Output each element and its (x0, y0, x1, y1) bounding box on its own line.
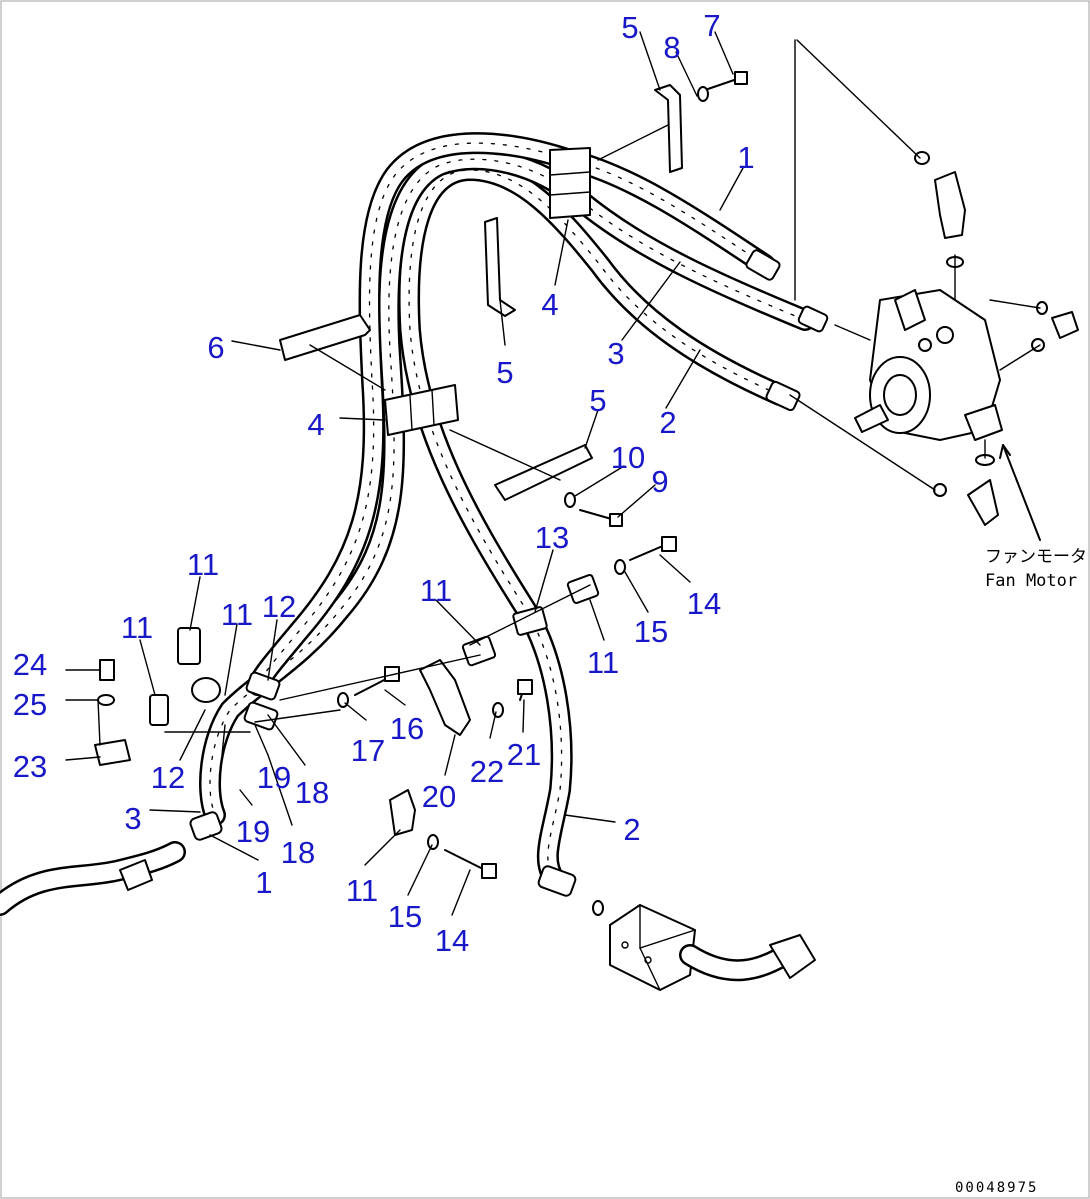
callout-6: 6 (207, 330, 224, 365)
callout-3: 3 (607, 336, 624, 371)
callout-15: 15 (388, 899, 422, 934)
callout-1: 1 (737, 140, 754, 175)
callout-23: 23 (13, 749, 47, 784)
hose-end-fittings (189, 249, 829, 897)
washer-15-lower (427, 834, 439, 850)
fan-motor-label-jp: ファンモータ (985, 547, 1087, 567)
washer-15-upper (614, 559, 626, 575)
callout-11: 11 (187, 547, 219, 582)
bracket-23 (94, 739, 131, 766)
fan-motor (854, 151, 1079, 526)
callout-24: 24 (13, 647, 47, 682)
hose-3 (199, 148, 816, 826)
leader-lines (65, 31, 1041, 916)
callout-5: 5 (589, 383, 606, 418)
hose-1 (247, 132, 776, 696)
fitting-12-upper (245, 671, 281, 701)
fitting-hose2-upper (765, 380, 801, 412)
callout-18: 18 (295, 775, 329, 810)
clamp-11-b (149, 694, 169, 726)
callout-11: 11 (221, 597, 253, 632)
washer-8 (697, 86, 709, 102)
upper-clamp-block (549, 147, 591, 219)
clamp-11-a (177, 627, 201, 665)
callout-18: 18 (281, 835, 315, 870)
washer-22 (492, 702, 504, 718)
fitting-hose3-lower (189, 811, 223, 841)
fitting-hose3-upper (797, 305, 829, 333)
brackets (94, 84, 683, 766)
washer-25 (97, 694, 115, 706)
callout-5: 5 (496, 355, 513, 390)
callout-20: 20 (422, 779, 456, 814)
callout-19: 19 (257, 760, 291, 795)
clamp-blocks (384, 147, 591, 436)
elbow-adapter-bottom (967, 479, 999, 526)
bracket-5-middle (484, 217, 516, 317)
callout-25: 25 (13, 687, 47, 722)
document-number: 00048975 (955, 1180, 1038, 1196)
bolt-14-upper (629, 544, 666, 561)
fitting-12-lower (243, 701, 279, 731)
callout-2: 2 (623, 812, 640, 847)
callout-7: 7 (703, 8, 720, 43)
callout-4: 4 (541, 287, 558, 322)
fitting-hose2-lower (537, 865, 577, 897)
valve-block (592, 900, 816, 991)
hose-2-long (398, 159, 791, 891)
bracket-20 (419, 659, 471, 736)
clamps-11 (149, 574, 600, 836)
callout-3: 3 (124, 801, 141, 836)
callout-10: 10 (611, 440, 645, 475)
callout-11: 11 (346, 873, 378, 908)
washer-10 (564, 492, 576, 508)
callout-11: 11 (587, 645, 619, 680)
fan-motor-label-en: Fan Motor (985, 571, 1077, 591)
callout-12: 12 (151, 760, 185, 795)
callout-16: 16 (390, 711, 424, 746)
callout-1: 1 (255, 865, 272, 900)
bracket-5-top (654, 84, 683, 173)
elbow-fitting (191, 677, 221, 703)
callout-22: 22 (470, 754, 504, 789)
callout-14: 14 (435, 923, 469, 958)
bolt-14-lower (444, 849, 486, 871)
callout-21: 21 (507, 737, 541, 772)
bracket-6 (279, 314, 371, 361)
callout-11: 11 (420, 573, 452, 608)
callout-11: 11 (121, 610, 153, 645)
callout-5: 5 (621, 10, 638, 45)
callout-14: 14 (687, 586, 721, 621)
elbow-adapter-right (1051, 311, 1079, 339)
callout-19: 19 (236, 814, 270, 849)
callout-17: 17 (351, 733, 385, 768)
spacer-13 (512, 606, 548, 636)
callout-8: 8 (663, 30, 680, 65)
pipe-flange (769, 934, 816, 979)
callout-13: 13 (535, 520, 569, 555)
fan-motor-shaft (854, 404, 889, 433)
callout-12: 12 (262, 589, 296, 624)
clamp-11-e (389, 789, 416, 836)
elbow-adapter-top (934, 171, 966, 239)
bolts-washers (97, 71, 748, 879)
callout-2: 2 (659, 405, 676, 440)
fitting-hose1-upper (745, 249, 781, 281)
callout-15: 15 (634, 614, 668, 649)
callout-4: 4 (307, 407, 324, 442)
lower-left-hose (0, 841, 186, 916)
callout-9: 9 (651, 464, 668, 499)
bolt-24 (99, 659, 115, 681)
